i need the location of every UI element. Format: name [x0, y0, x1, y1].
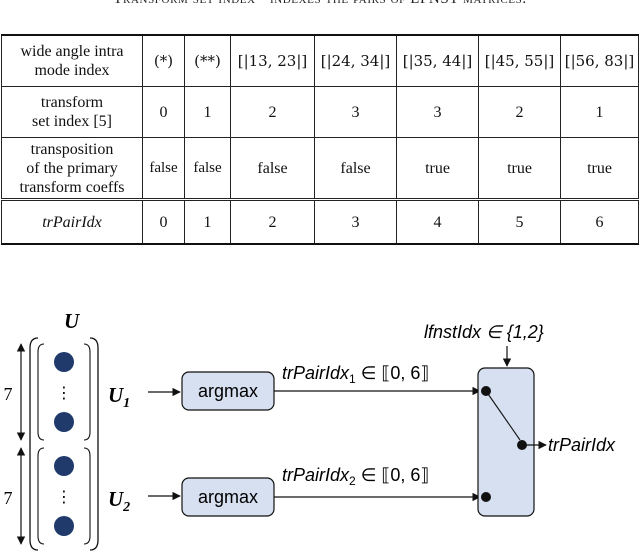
- argmax-label: argmax: [198, 381, 258, 401]
- group1-left-bracket: [37, 343, 45, 441]
- switch-input-terminal: [481, 492, 491, 502]
- table-cell: true: [560, 137, 639, 200]
- table-cell: [|13, 23|]: [230, 34, 315, 87]
- group1-right-bracket: [83, 343, 91, 441]
- table-cell: [|56, 83|]: [560, 34, 639, 87]
- table-cell: 3: [314, 198, 397, 245]
- table-cell: 4: [396, 198, 479, 245]
- outer-left-bracket: [29, 337, 39, 551]
- vector-element-dot: [54, 516, 74, 536]
- table-cell: false: [142, 137, 185, 200]
- table-cell: [|35, 44|]: [396, 34, 479, 87]
- table-cell: 3: [396, 86, 479, 138]
- ellipsis: ⋮: [56, 487, 72, 506]
- u-matrix-label: U: [64, 309, 81, 333]
- table-cell: 2: [478, 86, 561, 138]
- table-cell: 1: [184, 86, 231, 138]
- vector-element-dot: [54, 456, 74, 476]
- table-caption: Transform set index - indexes the pairs …: [0, 0, 640, 8]
- table-cell: true: [396, 137, 479, 200]
- table-cell: false: [184, 137, 231, 200]
- table-cell: 1: [184, 198, 231, 245]
- table-cell: 0: [142, 198, 185, 245]
- outer-right-bracket: [89, 337, 99, 551]
- table-cell: true: [478, 137, 561, 200]
- pair1-label: trPairIdx1 ∈ ⟦0, 6⟧: [282, 363, 429, 386]
- u1-label: U1: [108, 383, 130, 411]
- vector-element-dot: [54, 412, 74, 432]
- table-cell: 0: [142, 86, 185, 138]
- dimension-label: 7: [4, 488, 13, 508]
- switch-lever: [485, 390, 521, 441]
- table-cell: (**): [184, 34, 231, 87]
- table-cell: [|24, 34|]: [314, 34, 397, 87]
- lfnst-idx-label: lfnstIdx ∈ {1,2}: [424, 322, 544, 342]
- table-cell: 2: [230, 86, 315, 138]
- table-cell: 5: [478, 198, 561, 245]
- table-cell: false: [230, 137, 315, 200]
- vector-element-dot: [54, 352, 74, 372]
- dimension-label: 7: [4, 384, 13, 404]
- table-row: trPairIdx 0 1 2 3 4 5 6: [1, 198, 639, 245]
- table-cell: false: [314, 137, 397, 200]
- group2-left-bracket: [37, 447, 45, 545]
- table-cell: 2: [230, 198, 315, 245]
- pair2-label: trPairIdx2 ∈ ⟦0, 6⟧: [282, 465, 429, 488]
- ellipsis: ⋮: [56, 383, 72, 402]
- lfnst-pair-diagram: U ⋮ ⋮ 7 7 U1 U2 argmax argmax trPairIdx1…: [4, 309, 616, 551]
- table-cell: 3: [314, 86, 397, 138]
- argmax-label: argmax: [198, 487, 258, 507]
- table-cell: [|45, 55|]: [478, 34, 561, 87]
- table-cell: (*): [142, 34, 185, 87]
- table-cell: 6: [560, 198, 639, 245]
- row-header: trPairIdx: [1, 198, 143, 245]
- u2-label: U2: [108, 487, 130, 515]
- group2-right-bracket: [83, 447, 91, 545]
- selector-switch-box: [477, 367, 535, 517]
- output-label: trPairIdx: [548, 435, 616, 455]
- table-cell: 1: [560, 86, 639, 138]
